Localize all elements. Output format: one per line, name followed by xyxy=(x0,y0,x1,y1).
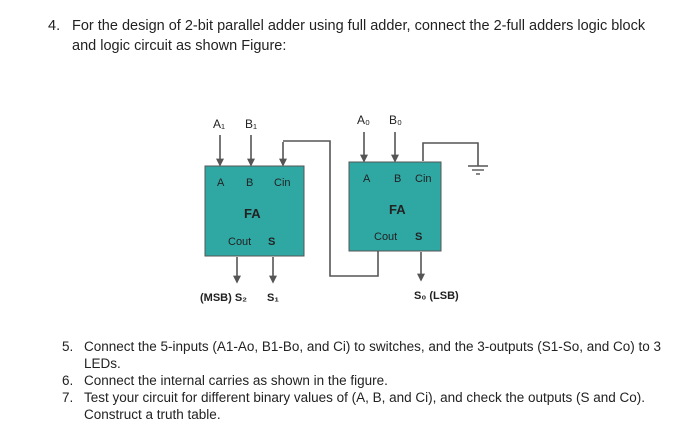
left-full-adder-block xyxy=(204,165,305,257)
right-fa-title: FA xyxy=(389,202,406,217)
wires xyxy=(216,132,479,284)
left-pin-b: B xyxy=(246,177,253,189)
left-output-s: S₁ xyxy=(267,292,279,304)
left-pin-a: A xyxy=(217,177,225,189)
right-pin-cin: Cin xyxy=(415,173,432,185)
right-pin-b: B xyxy=(394,173,401,185)
left-pin-cin: Cin xyxy=(274,177,291,189)
right-input-b-label: B₀ xyxy=(389,113,402,127)
left-pin-s: S xyxy=(268,236,275,248)
step-7: 7.Test your circuit for different binary… xyxy=(62,390,646,422)
left-pin-cout: Cout xyxy=(228,236,251,248)
question-number: 4. xyxy=(48,18,61,34)
step-5: 5.Connect the 5-inputs (A1-Ao, B1-Bo, an… xyxy=(62,339,662,371)
ground-icon xyxy=(468,165,488,175)
question-text: For the design of 2-bit parallel adder u… xyxy=(72,18,646,54)
instruction-steps: 5.Connect the 5-inputs (A1-Ao, B1-Bo, an… xyxy=(62,338,662,423)
left-input-a-label: A₁ xyxy=(213,117,225,131)
right-input-a-label: A₀ xyxy=(357,113,370,127)
right-full-adder-block xyxy=(348,161,442,252)
left-output-note: (MSB) S₂ xyxy=(200,292,247,304)
question-4: 4. For the design of 2-bit parallel adde… xyxy=(48,16,668,56)
step-6: 6.Connect the internal carries as shown … xyxy=(62,373,388,388)
left-input-b-label: B₁ xyxy=(245,117,257,131)
right-pin-s: S xyxy=(415,231,422,243)
right-pin-cout: Cout xyxy=(374,231,397,243)
left-fa-title: FA xyxy=(244,206,261,221)
right-output-s: S₀ (LSB) xyxy=(414,290,459,302)
right-pin-a: A xyxy=(363,173,371,185)
